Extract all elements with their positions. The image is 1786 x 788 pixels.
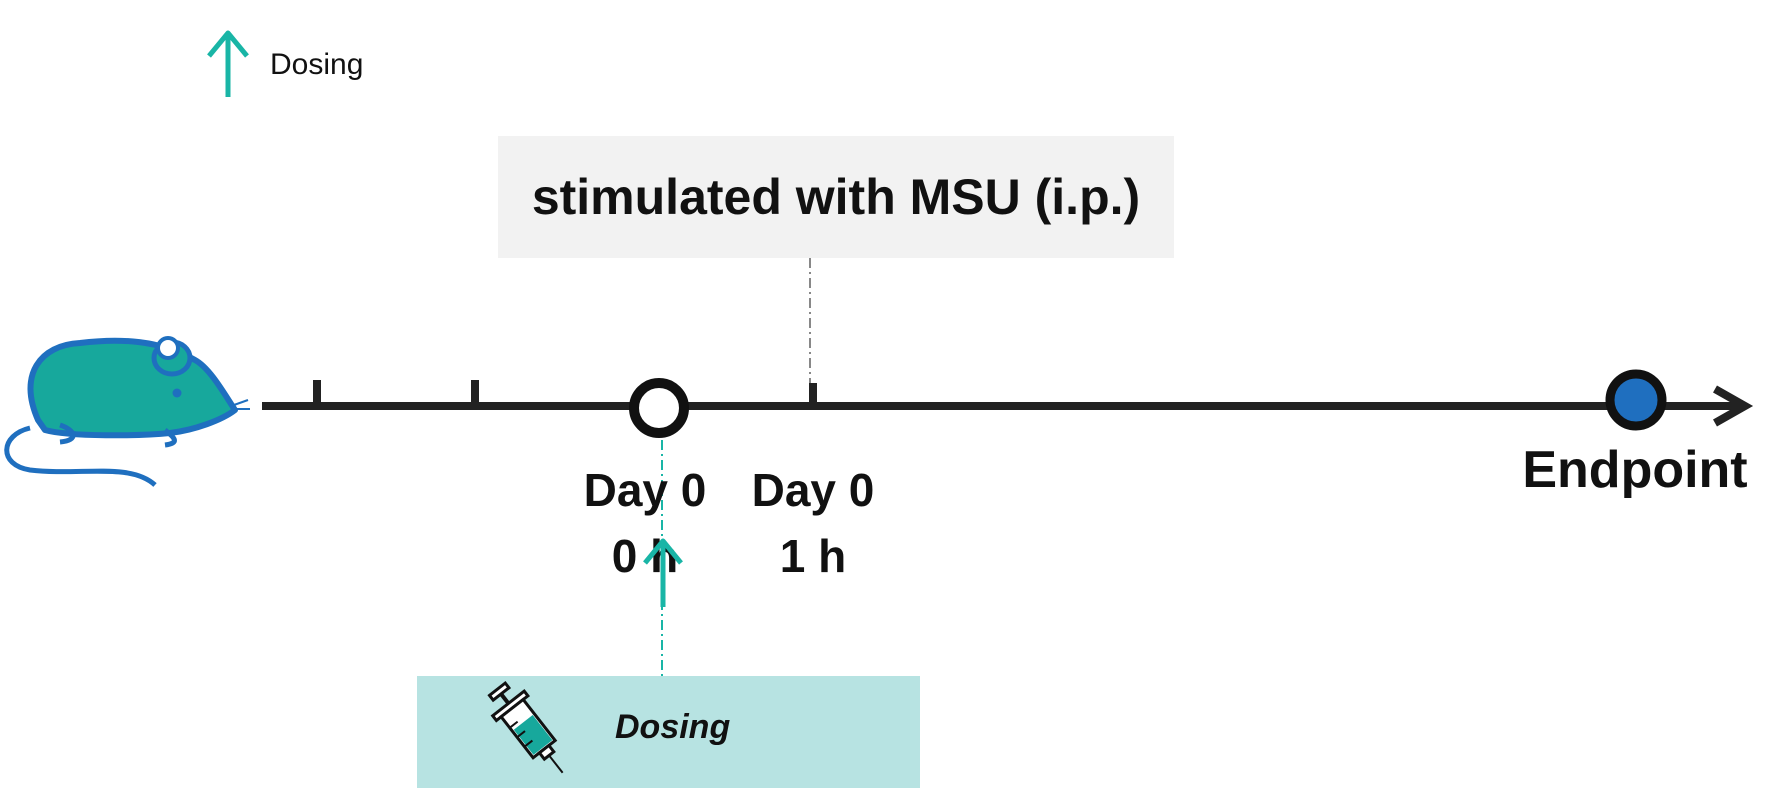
tick-label-day: Day 0	[751, 464, 875, 516]
tick-label-time: 0 h	[611, 530, 679, 582]
endpoint-label: Endpoint	[1522, 441, 1748, 499]
up-arrow-icon	[207, 30, 249, 97]
endpoint-marker	[1605, 369, 1667, 431]
event-box: stimulated with MSU (i.p.)	[498, 136, 1174, 258]
tick-label-day: Day 0	[583, 464, 707, 516]
tick-label-time: 1 h	[779, 530, 847, 582]
dosing-arrow-icon	[643, 538, 683, 607]
mouse-icon	[4, 336, 250, 487]
event-label: stimulated with MSU (i.p.)	[531, 169, 1141, 225]
dosing-box-label: Dosing	[615, 708, 731, 746]
legend-label: Dosing	[270, 48, 364, 81]
day0-0h-marker	[629, 378, 689, 438]
axis-arrowhead	[1713, 385, 1754, 427]
syringe-icon	[487, 680, 564, 774]
